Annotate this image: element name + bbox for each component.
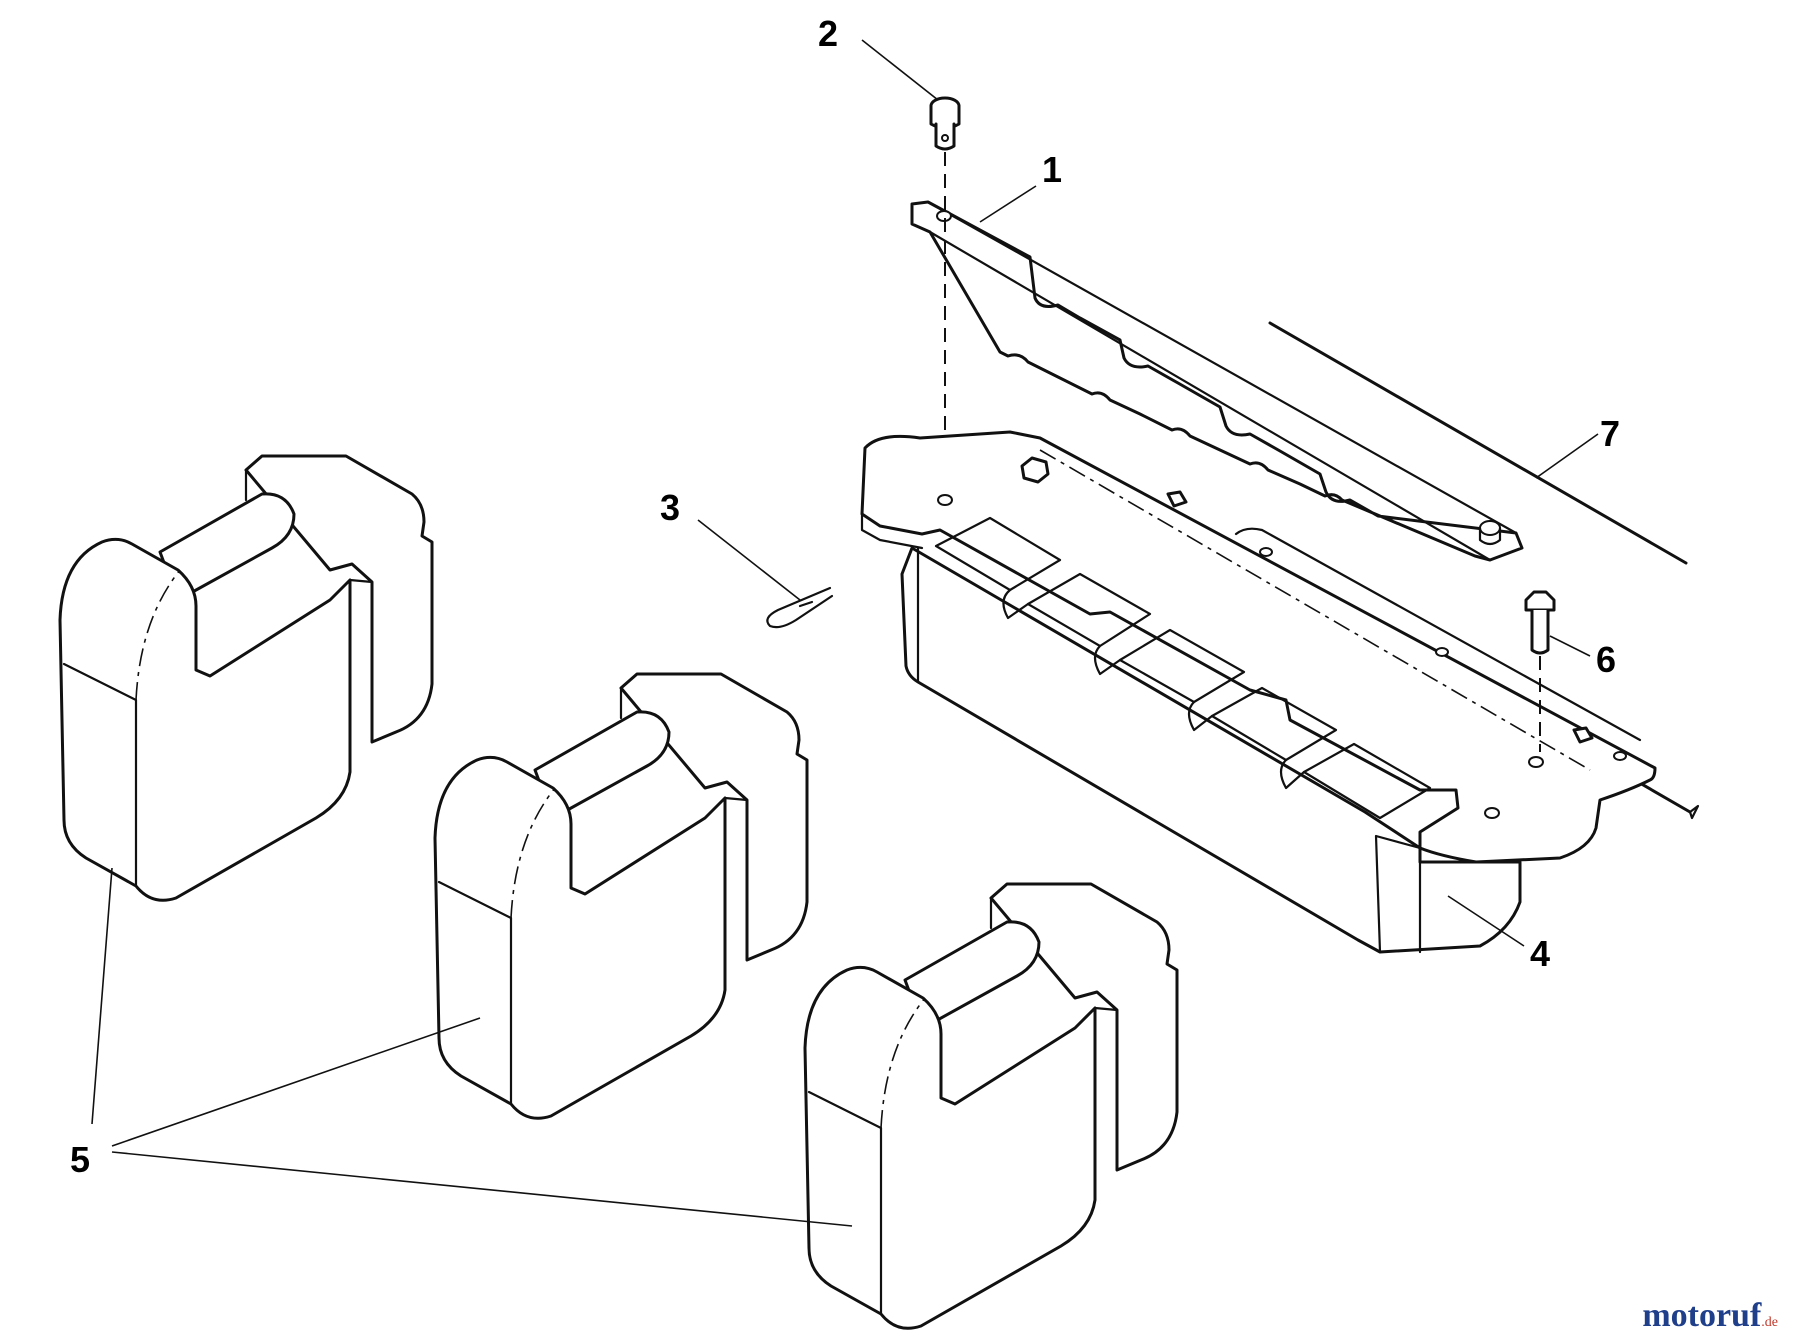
callout-7: 7 bbox=[1600, 413, 1620, 454]
leader-5c bbox=[111, 1151, 853, 1227]
leader-5b bbox=[111, 1017, 481, 1147]
part-5-weight-top bbox=[58, 454, 434, 902]
callout-3: 3 bbox=[660, 487, 680, 528]
leader-2 bbox=[861, 39, 939, 101]
leader-5a bbox=[91, 867, 113, 1125]
part-2-clevis-pin bbox=[929, 96, 961, 151]
part-3-hair-pin-clip bbox=[766, 586, 834, 629]
leader-lines bbox=[91, 39, 1599, 1227]
callout-labels: 1 2 3 4 5 6 7 bbox=[70, 13, 1620, 1180]
part-4-weight-bracket bbox=[860, 430, 1657, 954]
part-6-bolt bbox=[1524, 590, 1556, 655]
leader-6 bbox=[1549, 635, 1591, 657]
callout-2: 2 bbox=[818, 13, 838, 54]
watermark-suffix: .de bbox=[1761, 1315, 1778, 1330]
watermark-logo: motoruf.de bbox=[1642, 1297, 1778, 1335]
leader-4 bbox=[1447, 895, 1525, 947]
leader-1 bbox=[979, 185, 1037, 223]
callout-1: 1 bbox=[1042, 149, 1062, 190]
watermark-text: motoruf bbox=[1642, 1297, 1762, 1334]
part-5-weight-middle bbox=[433, 672, 809, 1120]
callout-5: 5 bbox=[70, 1139, 90, 1180]
callout-6: 6 bbox=[1596, 639, 1616, 680]
leader-3 bbox=[697, 519, 801, 601]
part-1-bracket-bar bbox=[910, 200, 1524, 562]
leader-7 bbox=[1535, 433, 1599, 479]
part-5-weight-bottom bbox=[803, 882, 1179, 1330]
callout-4: 4 bbox=[1530, 933, 1550, 974]
